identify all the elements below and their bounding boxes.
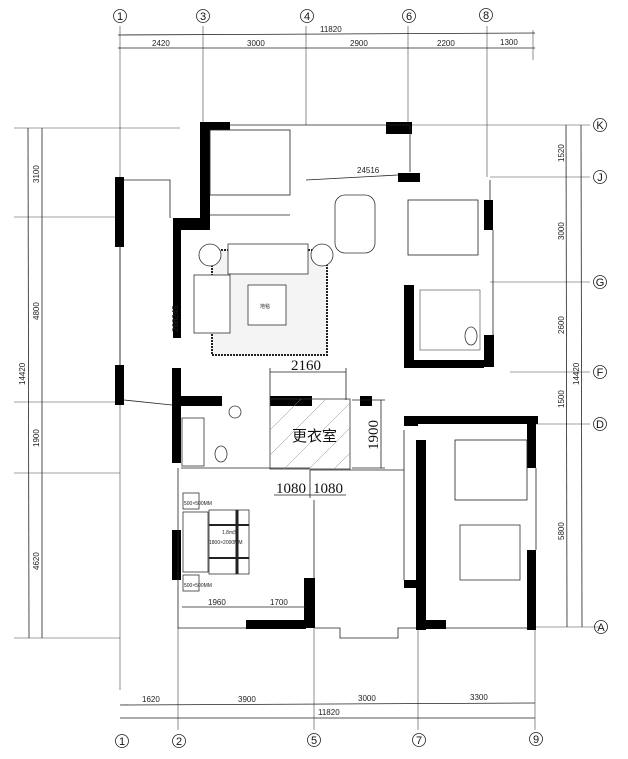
- closet-width-dim: 2160: [291, 358, 321, 374]
- axis-label: 3: [200, 11, 206, 23]
- dimensions-right: 1520 3000 2600 1500 5800 14420: [557, 144, 581, 540]
- axis-label: 9: [533, 734, 539, 746]
- axis-bubbles-top: 1 3 4 6 8: [113, 8, 493, 23]
- dim-total: 11820: [320, 25, 342, 34]
- axis-label: 2: [176, 736, 182, 748]
- dim-segment: 2600: [557, 316, 566, 334]
- walk-in-closet: 更衣室: [269, 398, 351, 470]
- bed-label: 1.8m床: [222, 529, 238, 536]
- walls: [115, 122, 538, 630]
- axis-label: 1: [119, 736, 125, 748]
- dim-segment: 4620: [32, 552, 41, 570]
- axis-label: K: [596, 120, 604, 132]
- closet-split-dim: 1080: [276, 481, 306, 497]
- axis-label: 1: [117, 11, 123, 23]
- axis-label: 4: [304, 11, 310, 23]
- axis-label: 7: [416, 735, 422, 747]
- closet-depth-dim: 1900: [366, 420, 382, 450]
- dimensions-bottom: 1620 3900 3000 3300 11820: [142, 693, 488, 717]
- dim-total: 14420: [572, 362, 581, 385]
- bathroom-fixtures: [181, 289, 481, 467]
- axis-label: 6: [406, 11, 412, 23]
- dim-segment: 1520: [557, 144, 566, 162]
- living-depth-dim: 268245: [171, 305, 180, 332]
- dim-segment: 1500: [557, 390, 566, 408]
- dim-segment: 3100: [32, 165, 41, 183]
- axis-label: 8: [483, 10, 489, 22]
- axis-bubbles-right: K J G F D A: [593, 118, 608, 634]
- dim-segment: 2900: [350, 39, 368, 48]
- dim-segment: 2420: [152, 39, 170, 48]
- window-lines: [119, 124, 537, 639]
- axis-label: A: [597, 622, 605, 634]
- axis-label: J: [597, 172, 603, 184]
- axis-label: D: [596, 419, 604, 431]
- bedroom-dim: 1960: [208, 598, 226, 607]
- dimensions-left: 3100 4800 1900 4620 14420: [18, 165, 41, 570]
- dim-segment: 1620: [142, 695, 160, 704]
- dim-segment: 3900: [238, 695, 256, 704]
- axis-label: F: [597, 367, 604, 379]
- axis-bubbles-bottom: 1 2 5 7 9: [115, 732, 543, 748]
- rug-label: 地毯: [260, 303, 270, 310]
- nightstand-size: 500×500MM: [184, 501, 212, 507]
- dim-segment: 2200: [437, 39, 455, 48]
- dim-segment: 1300: [500, 38, 518, 47]
- dim-segment: 1900: [32, 429, 41, 447]
- dimension-lines: [27, 32, 583, 719]
- axis-label: G: [596, 277, 605, 289]
- dining-width-dim: 24516: [357, 166, 380, 175]
- dim-segment: 3000: [358, 694, 376, 703]
- dim-total: 11820: [318, 708, 340, 717]
- axis-label: 5: [311, 735, 317, 747]
- dim-segment: 5800: [557, 522, 566, 540]
- bed-size: 1800×2000MM: [209, 540, 243, 546]
- dim-segment: 4800: [32, 302, 41, 320]
- closet-label: 更衣室: [292, 428, 337, 445]
- dimensions-top: 11820 2420 3000 2900 2200 1300: [152, 25, 518, 48]
- dim-total: 14420: [18, 362, 27, 385]
- dim-segment: 3000: [557, 222, 566, 240]
- living-room-furniture: 地毯: [193, 194, 376, 356]
- master-bedroom: 1.8m床 1800×2000MM 500×500MM 500×500MM 19…: [182, 492, 521, 608]
- nightstand-size: 500×500MM: [184, 583, 212, 589]
- dim-segment: 3300: [470, 693, 488, 702]
- dim-segment: 3000: [247, 39, 265, 48]
- bedroom-dim: 1700: [270, 598, 288, 607]
- closet-split-dim: 1080: [313, 481, 343, 497]
- closet-dim-lines: [269, 368, 385, 498]
